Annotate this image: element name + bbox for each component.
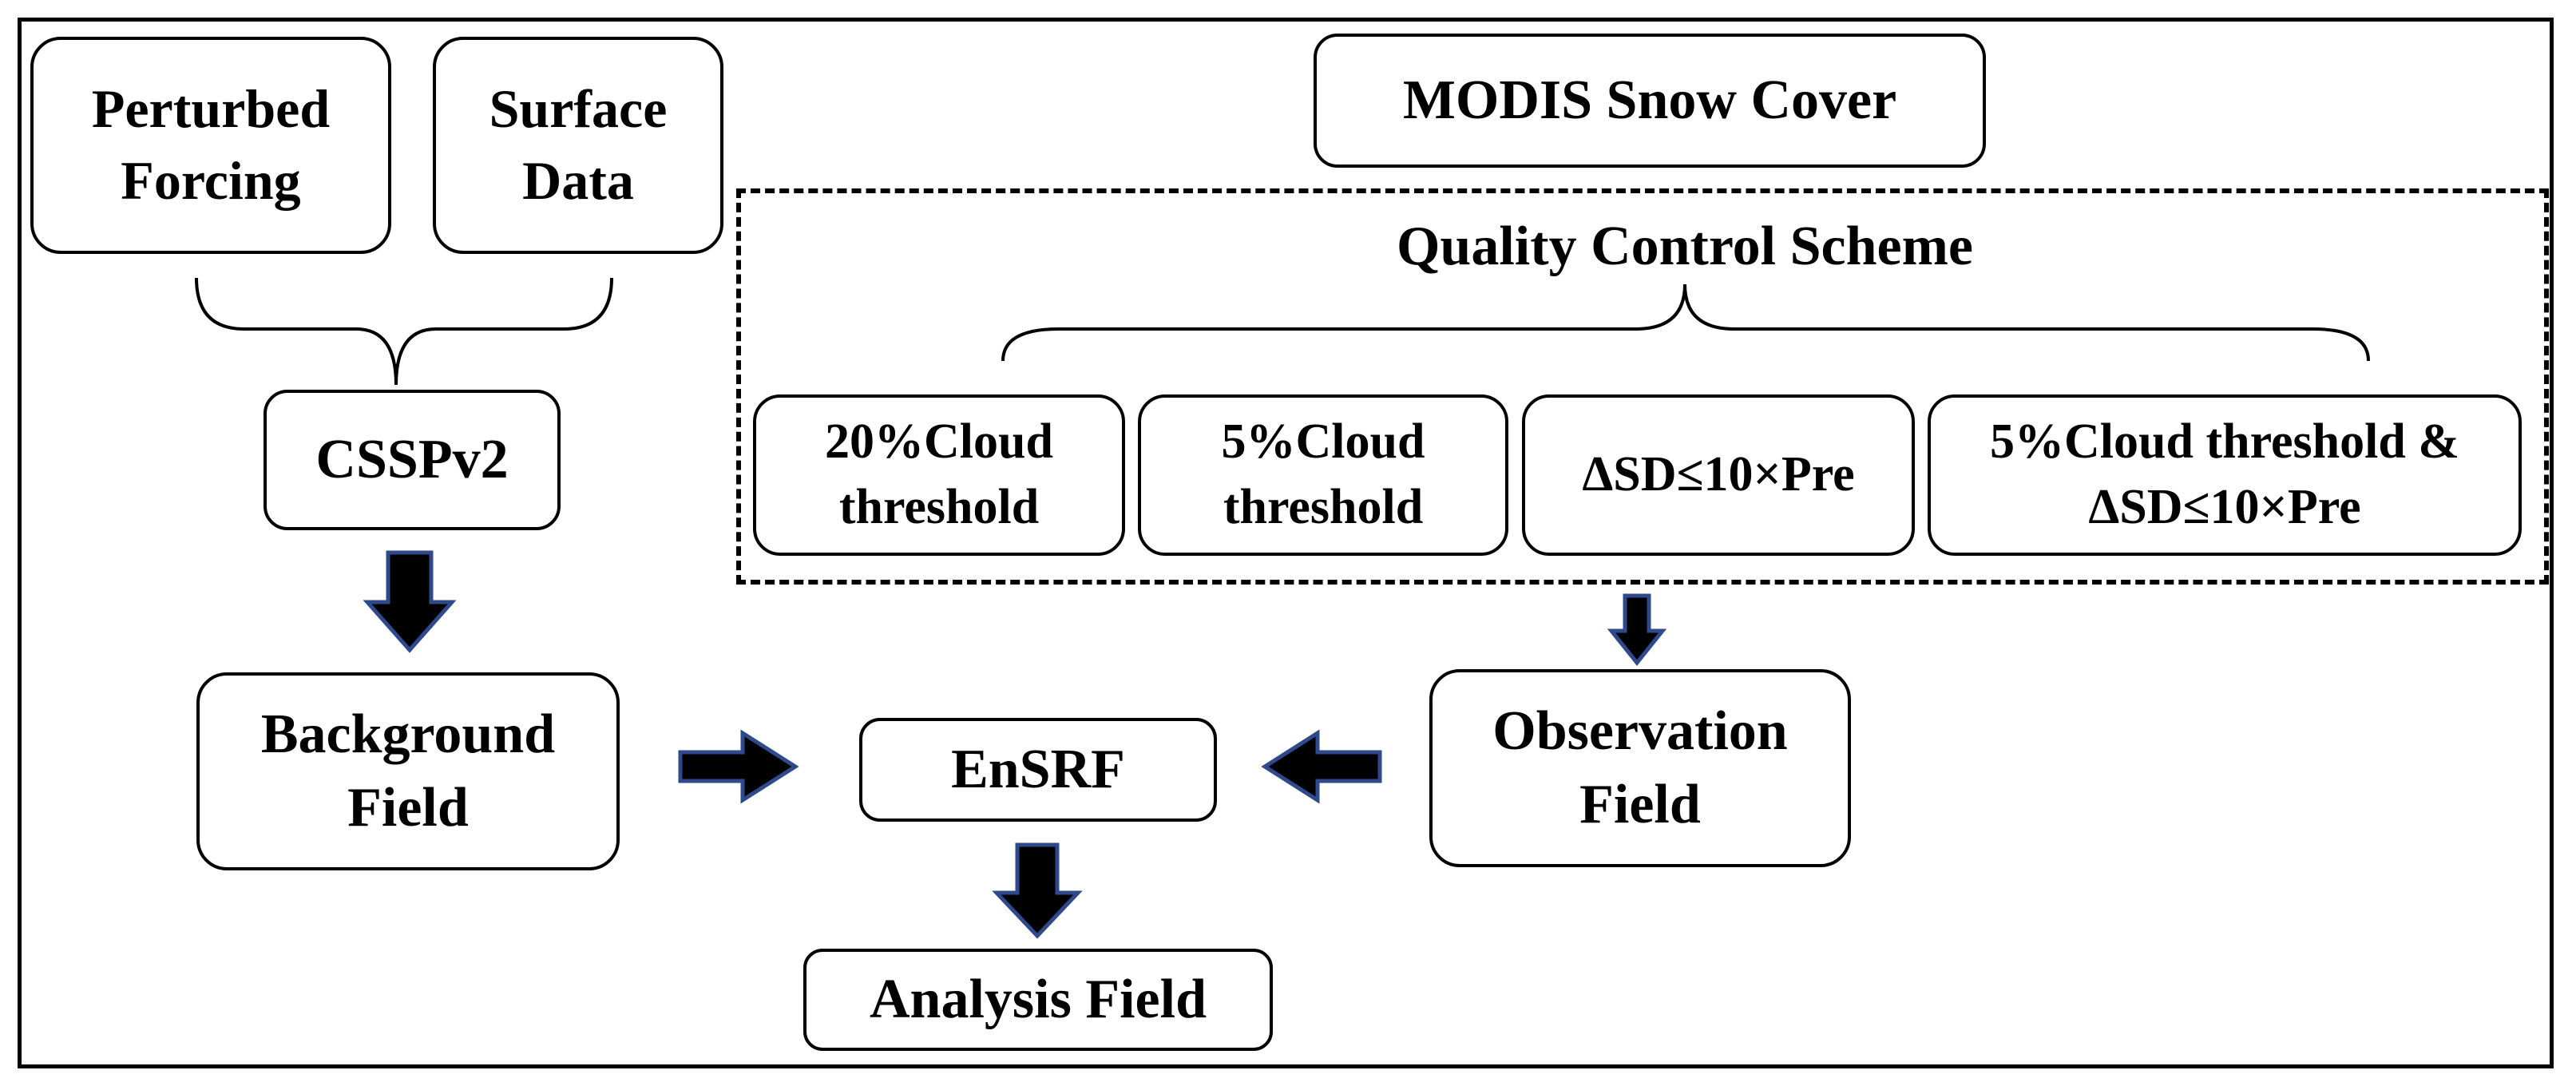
background-field-label: Background Field xyxy=(260,703,556,838)
csspv2-to-background-arrow xyxy=(363,550,457,653)
inputs-brace xyxy=(195,277,613,386)
delta-sd-label: ΔSD≤10×Pre xyxy=(1582,447,1855,502)
background-field-box: Background Field xyxy=(196,672,620,870)
csspv2-label: CSSPv2 xyxy=(315,428,509,490)
csspv2-box: CSSPv2 xyxy=(264,390,561,530)
surface-data-box: Surface Data xyxy=(433,37,723,254)
analysis-field-box: Analysis Field xyxy=(803,949,1273,1051)
ensrf-box: EnSRF xyxy=(859,718,1217,822)
perturbed-forcing-box: Perturbed Forcing xyxy=(30,37,391,254)
ensrf-label: EnSRF xyxy=(951,738,1125,800)
ensrf-to-analysis-arrow xyxy=(992,842,1083,939)
perturbed-forcing-label: Perturbed Forcing xyxy=(91,78,331,211)
observation-field-label: Observation Field xyxy=(1492,700,1788,835)
background-to-ensrf-arrow xyxy=(678,729,799,804)
qc-to-observation-arrow xyxy=(1607,593,1667,667)
quality-control-brace xyxy=(1001,283,2370,362)
surface-data-label: Surface Data xyxy=(489,78,668,211)
delta-sd-box: ΔSD≤10×Pre xyxy=(1522,394,1915,556)
modis-snow-cover-box: MODIS Snow Cover xyxy=(1314,34,1986,168)
cloud-5-threshold-box: 5%Cloud threshold xyxy=(1138,394,1508,556)
observation-field-box: Observation Field xyxy=(1429,669,1851,867)
cloud-20-threshold-label: 20%Cloud threshold xyxy=(825,414,1053,534)
quality-control-scheme-title: Quality Control Scheme xyxy=(1396,216,1973,277)
combined-threshold-box: 5%Cloud threshold & ΔSD≤10×Pre xyxy=(1928,394,2522,556)
observation-to-ensrf-arrow xyxy=(1261,729,1382,804)
combined-threshold-label: 5%Cloud threshold & ΔSD≤10×Pre xyxy=(1990,414,2459,534)
modis-snow-cover-label: MODIS Snow Cover xyxy=(1402,69,1897,131)
analysis-field-label: Analysis Field xyxy=(869,968,1207,1030)
cloud-20-threshold-box: 20%Cloud threshold xyxy=(753,394,1125,556)
quality-control-region xyxy=(736,188,2549,585)
cloud-5-threshold-label: 5%Cloud threshold xyxy=(1221,414,1425,534)
